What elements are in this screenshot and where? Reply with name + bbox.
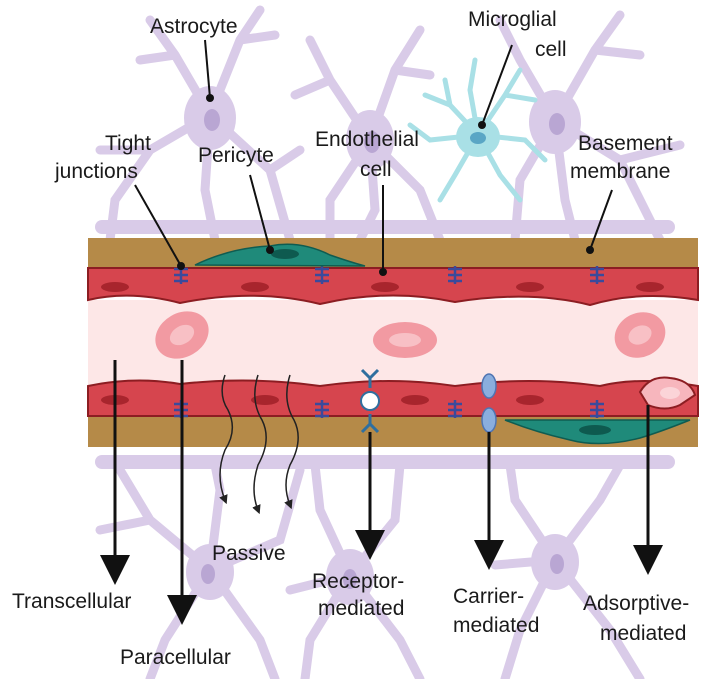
upper-end-feet (95, 220, 675, 234)
label-endothelial-2: cell (360, 158, 392, 181)
label-receptor-1: Receptor- (312, 570, 404, 593)
label-carrier-1: Carrier- (453, 585, 524, 608)
label-basement-2: membrane (570, 160, 670, 183)
label-microglial-2: cell (535, 38, 567, 61)
label-tight-2: junctions (54, 160, 138, 183)
label-adsorptive-2: mediated (600, 622, 686, 645)
label-basement-1: Basement (578, 132, 673, 155)
microglia-nucleus (470, 132, 486, 144)
label-pericyte: Pericyte (198, 144, 274, 167)
label-paracellular: Paracellular (120, 646, 231, 669)
label-carrier-2: mediated (453, 614, 539, 637)
label-tight-1: Tight (105, 132, 151, 155)
label-adsorptive-1: Adsorptive- (583, 592, 689, 615)
label-endothelial-1: Endothelial (315, 128, 419, 151)
label-receptor-2: mediated (318, 597, 404, 620)
label-microglial-1: Microglial (468, 8, 557, 31)
label-transcellular: Transcellular (12, 590, 131, 613)
label-passive: Passive (212, 542, 286, 565)
label-astrocyte: Astrocyte (150, 15, 238, 38)
